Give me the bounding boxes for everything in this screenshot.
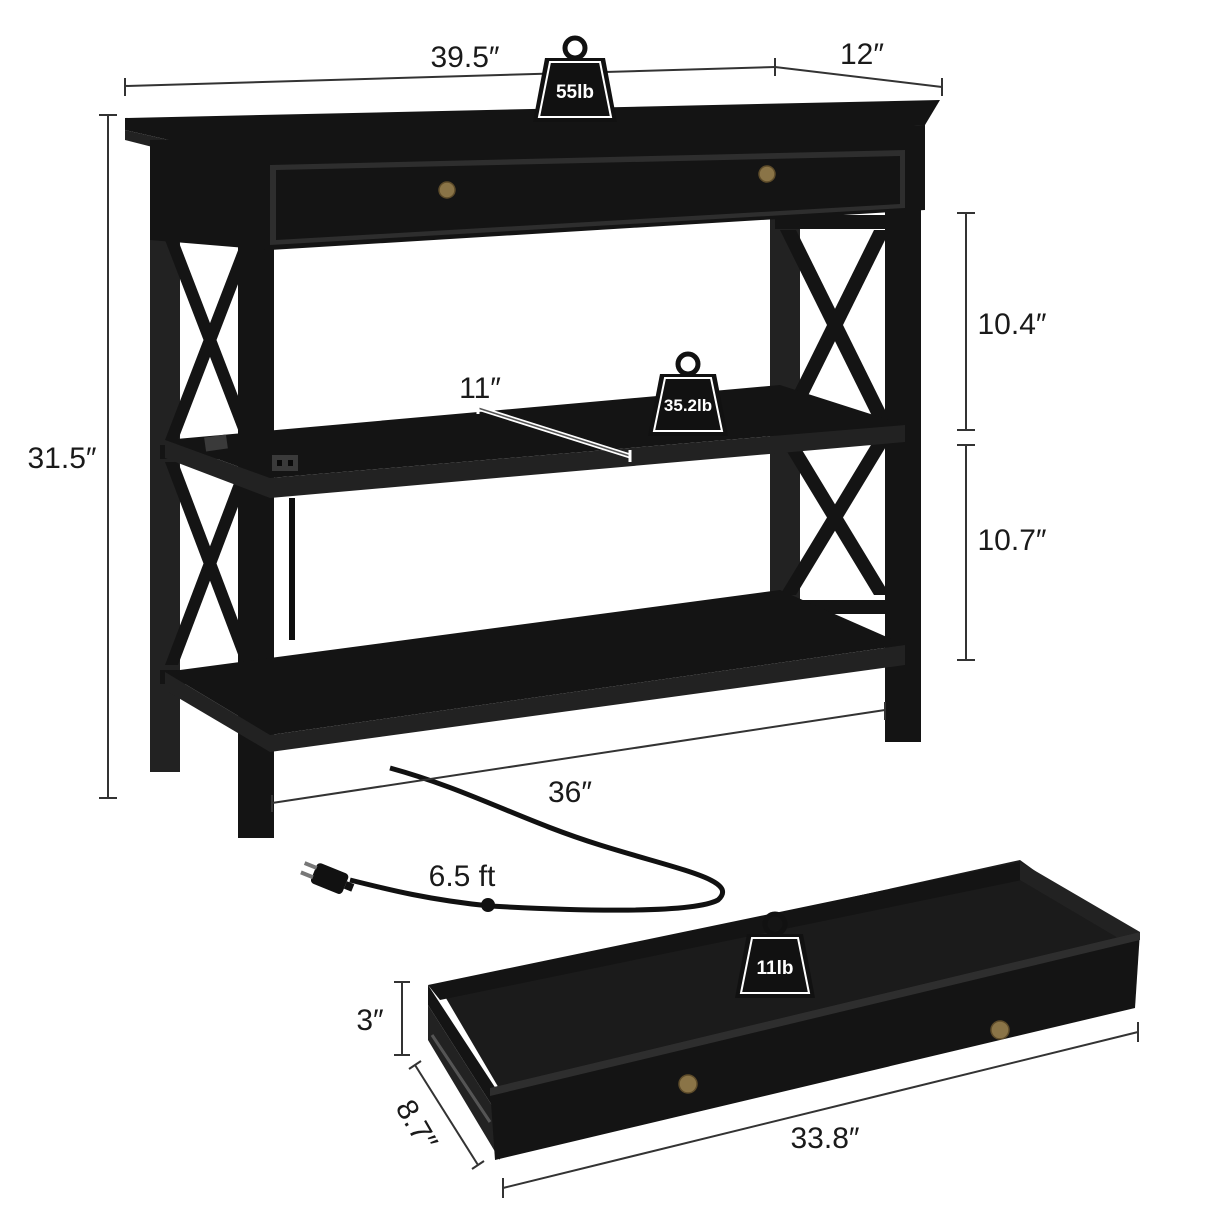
drawer-depth-label: 8.7″: [389, 1094, 444, 1156]
upper-clearance-label: 10.4″: [977, 308, 1046, 341]
weight-label-drawer: 11lb: [757, 958, 794, 979]
inner-width-label: 36″: [548, 776, 592, 809]
detached-drawer: [428, 860, 1140, 1160]
drawer-knob-icon: [758, 165, 776, 183]
drawer-front-panel: [490, 932, 1140, 1160]
height-label: 31.5″: [27, 442, 96, 475]
drawer-height-label: 3″: [356, 1004, 384, 1037]
dimension-lines: [99, 58, 1139, 1198]
plug-icon: [300, 861, 355, 894]
cord-length-label: 6.5 ft: [429, 860, 496, 893]
console-table: [125, 100, 940, 838]
cord-tie: [481, 898, 495, 912]
weight-badge-shelf: 35.2lb: [648, 351, 728, 436]
drawer-knob-icon: [678, 1074, 698, 1094]
bottom-shelf: [165, 590, 905, 735]
power-cord: [349, 765, 725, 913]
width-label: 39.5″: [430, 41, 499, 74]
drawer-width-label: 33.8″: [790, 1122, 859, 1155]
drawer-knob-icon: [438, 181, 456, 199]
depth-label: 12″: [840, 38, 884, 71]
lower-clearance-label: 10.7″: [977, 524, 1046, 557]
weight-badge-top: 55lb: [533, 35, 617, 122]
power-outlet-icon: [204, 434, 298, 471]
shelf-depth-label: 11″: [459, 372, 501, 405]
drawer-knob-icon: [990, 1020, 1010, 1040]
weight-label-shelf: 35.2lb: [664, 396, 712, 415]
weight-icon: [562, 35, 588, 61]
weight-icon: [675, 351, 701, 377]
weight-badge-drawer: 11lb: [735, 911, 815, 998]
weight-label-top: 55lb: [556, 82, 594, 103]
